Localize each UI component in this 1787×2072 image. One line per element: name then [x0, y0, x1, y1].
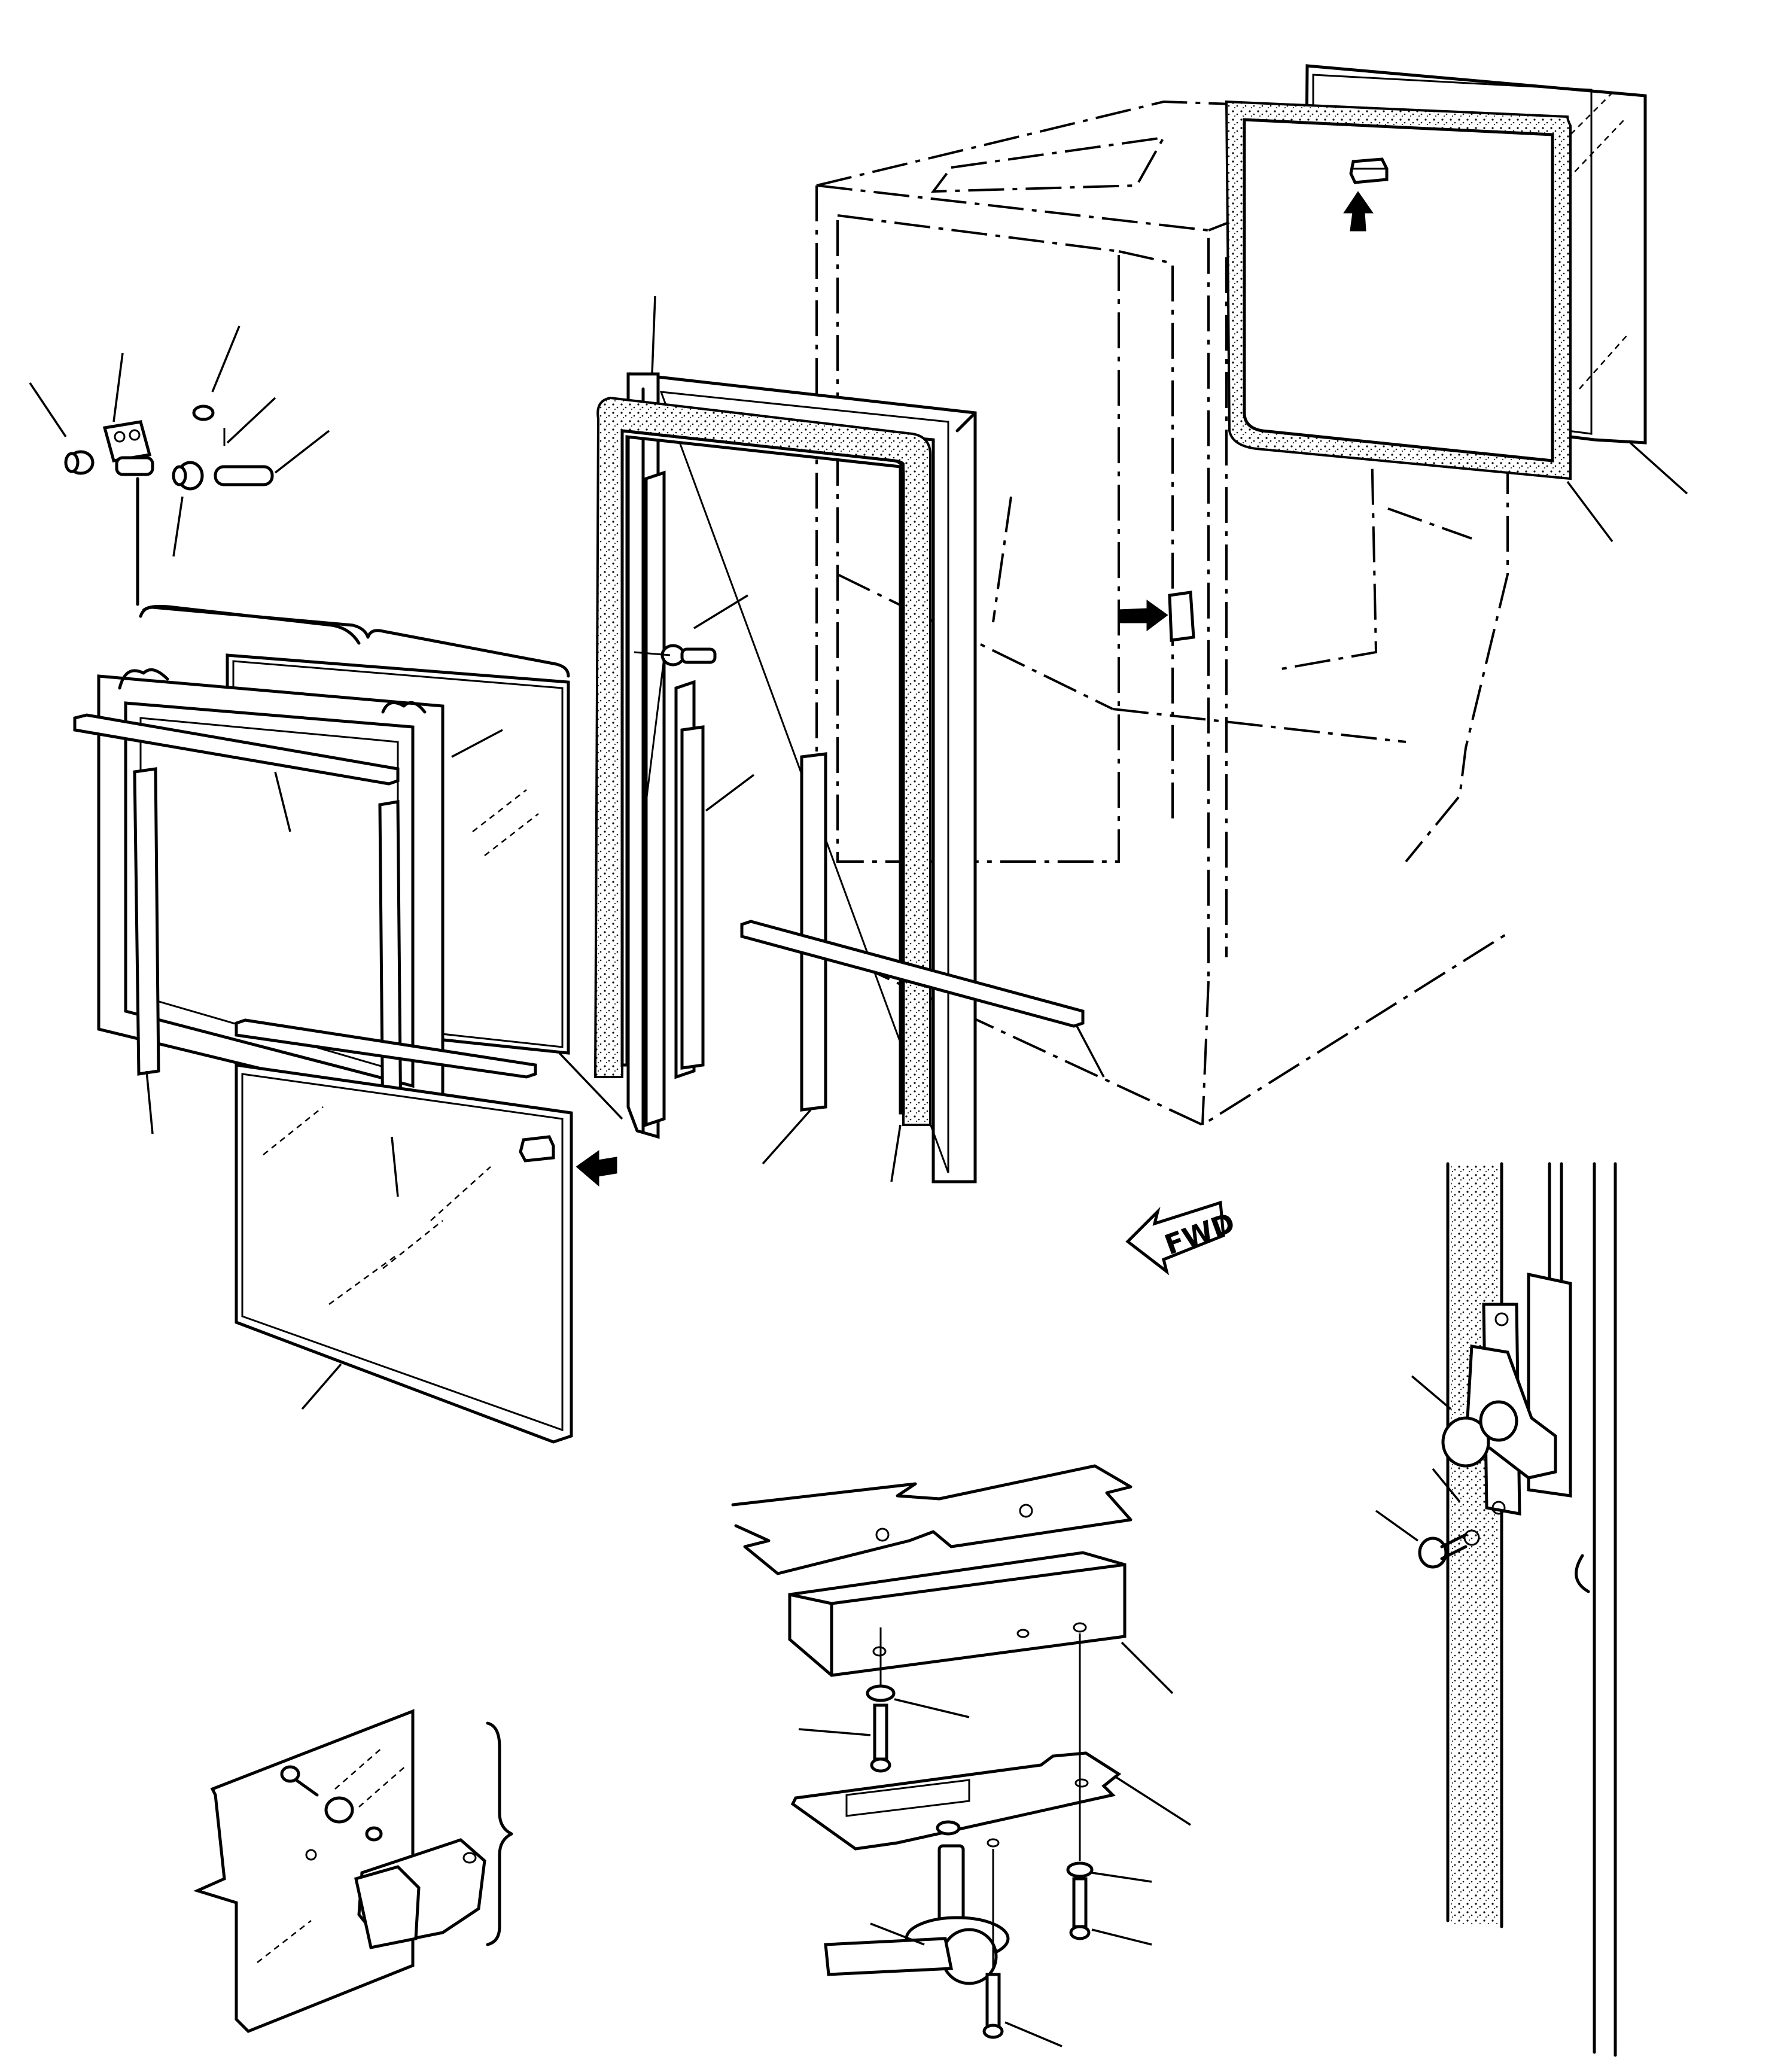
arrow-up-icon — [1343, 191, 1374, 232]
floor-panel-section — [731, 1464, 1133, 1575]
rear-window-seal — [1225, 100, 1572, 480]
latch-handle — [824, 1844, 1010, 1985]
hinge-assembly — [64, 404, 274, 606]
lower-glass-stop-block — [519, 1135, 555, 1163]
arrow-left-icon — [576, 1150, 617, 1187]
lower-sill-strip — [740, 920, 1085, 1028]
window-sash-frame — [97, 668, 445, 1115]
door-channel-strips — [644, 470, 827, 1127]
lower-glass-pane — [235, 1063, 573, 1444]
rear-window-stop-block — [1349, 157, 1389, 184]
strike-plate — [790, 1751, 1122, 1851]
lower-bottom-rail — [235, 1018, 537, 1079]
forward-direction-arrow: FWD — [1125, 1200, 1239, 1276]
bolt-fastener — [634, 644, 717, 802]
arrow-right-icon — [1118, 600, 1168, 631]
callout-leader-lines — [29, 296, 1688, 2047]
detail-bracket — [486, 1721, 513, 1946]
upper-assembly-bracket — [142, 604, 361, 645]
door-latch-detail — [1441, 1162, 1617, 2057]
cab-stop-block — [1168, 591, 1195, 642]
mounting-block — [788, 1551, 1127, 1677]
floor-latch-screws — [866, 1627, 1094, 2039]
window-lock-detail — [193, 1709, 486, 2033]
window-top-rail — [73, 713, 400, 786]
door-seal-left — [593, 396, 931, 1126]
latch-screw — [1418, 1529, 1480, 1569]
